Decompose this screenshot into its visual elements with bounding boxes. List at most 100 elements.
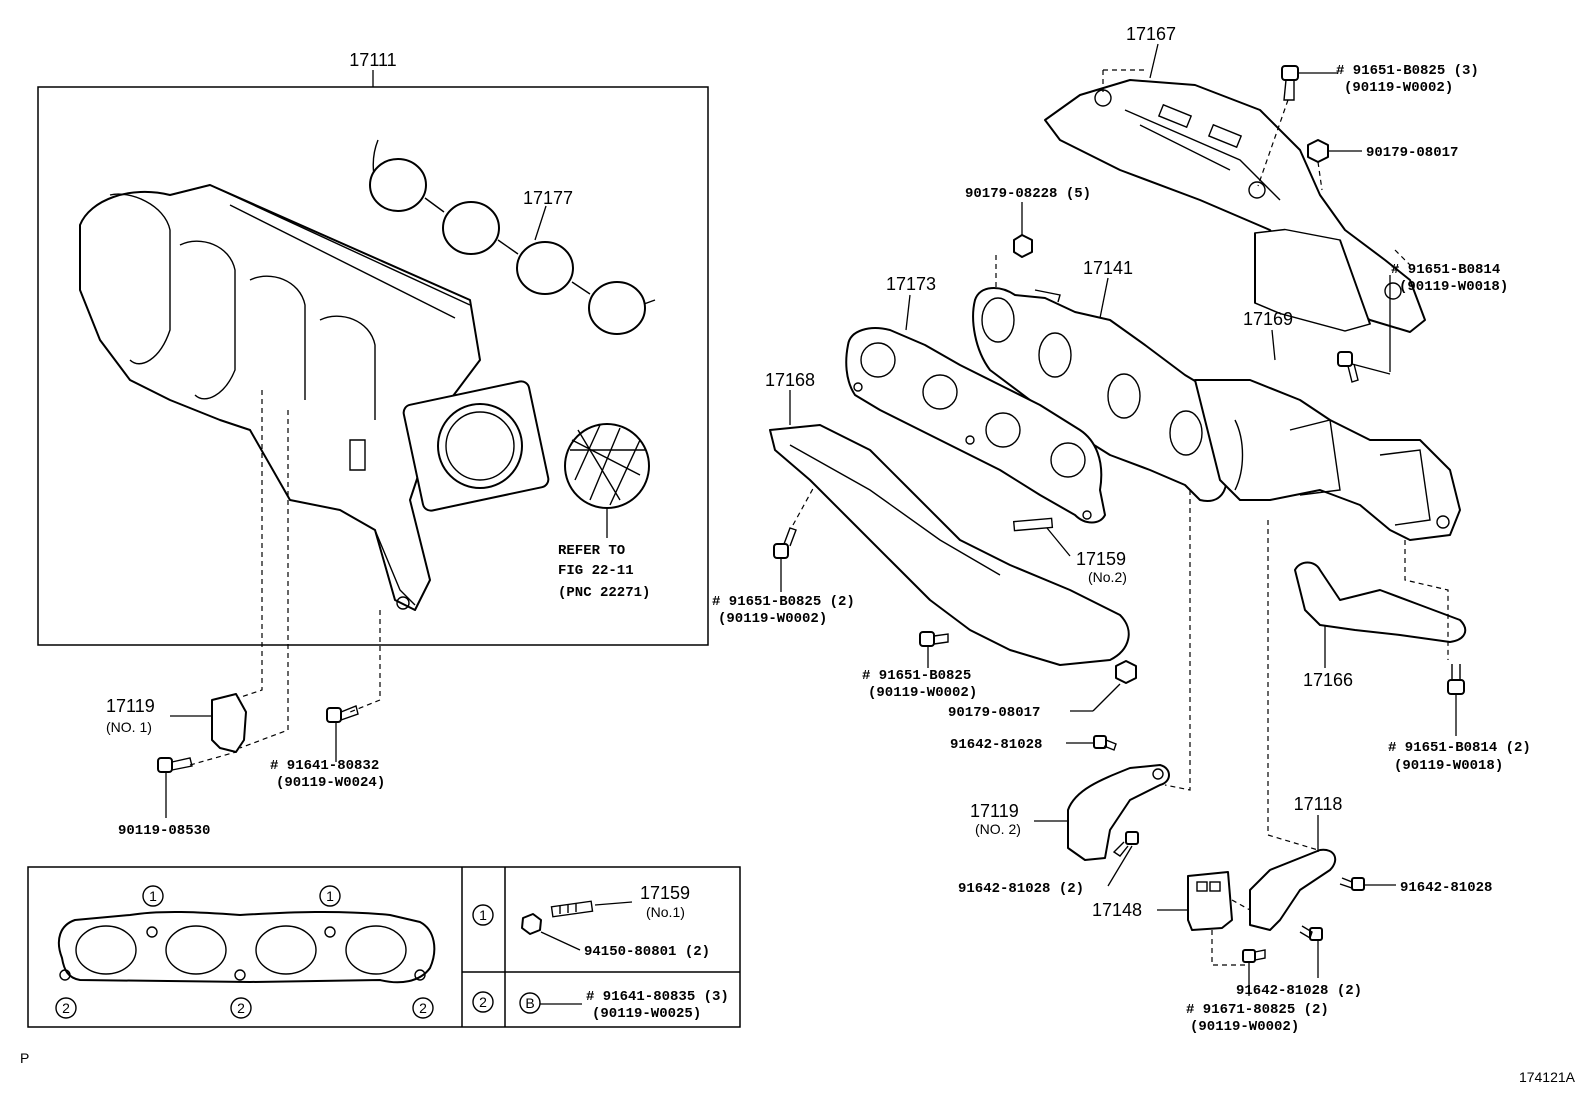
legend-gasket-marker1-b-text: 1 <box>326 888 334 904</box>
dash-17166 <box>1404 540 1449 660</box>
bolt-90119-08530-drawing <box>157 757 193 773</box>
part-91642-81028-c-label: 91642-81028 <box>1400 880 1492 896</box>
heat-insulator-17167-drawing <box>1044 79 1426 333</box>
part-91651-b0825-3-line2: (90119-W0002) <box>1344 80 1453 96</box>
dash-intake-4 <box>189 751 237 766</box>
part-91641-80832-line2: (90119-W0024) <box>276 775 385 791</box>
dash-nut-upper <box>1317 161 1323 191</box>
part-17168-label: 17168 <box>765 370 815 390</box>
legend-row2-marker-text: 2 <box>479 994 487 1010</box>
bolt-91642-81028-c-drawing <box>1339 877 1365 891</box>
leader-17159-no2 <box>1046 527 1071 557</box>
bracket-17148-hole-a <box>1196 881 1208 892</box>
legend-nut-drawing <box>521 913 542 935</box>
bracket-17119-no1-drawing <box>211 693 247 753</box>
legend-frame <box>27 866 741 1028</box>
part-91671-80825-line2: (90119-W0002) <box>1190 1019 1299 1035</box>
part-17119-no1-sub: (NO. 1) <box>106 719 152 735</box>
part-17169-label: 17169 <box>1243 309 1293 329</box>
refer-screen-drawing <box>564 423 650 538</box>
leader-17141 <box>1099 277 1109 319</box>
part-91642-81028-d-label: 91642-81028 (2) <box>1236 983 1362 999</box>
part-nut-upper-label: 90179-08017 <box>1366 145 1458 161</box>
bolt-91671-80825-drawing <box>1242 949 1266 963</box>
dash-intake-1 <box>231 390 263 701</box>
part-91642-81028-2-label: 91642-81028 (2) <box>958 881 1084 897</box>
intake-gasket-drawing <box>369 139 656 335</box>
part-91651-b0825-mid-line1: # 91651-B0825 <box>862 668 971 684</box>
dash-bracket-no2 <box>1164 490 1191 791</box>
bolt-91651-b0825-3-drawing <box>1281 65 1299 101</box>
leader-17169 <box>1271 329 1276 361</box>
part-17148-label: 17148 <box>1092 900 1142 920</box>
bracket-17148-hole-b <box>1209 881 1221 892</box>
part-17111-label: 17111 <box>349 50 396 70</box>
part-91651-b0814-line2: (90119-W0018) <box>1399 279 1508 295</box>
legend-gasket-marker1-b <box>319 885 341 907</box>
part-nut-mid-label: 90179-08017 <box>948 705 1040 721</box>
legend-row1-marker <box>472 904 494 926</box>
leader-legend-stud <box>594 901 633 906</box>
insulator-17168-rib <box>789 444 1001 576</box>
bolt-91651-b0825-2-drawing <box>773 527 797 559</box>
dash-17167 <box>1102 69 1411 266</box>
bracket-17119-no2-drawing <box>1067 764 1170 861</box>
dash-intake-2 <box>239 410 289 749</box>
bolt-91642-81028-a-drawing <box>1093 735 1117 751</box>
legend-bolt-line1: # 91641-80835 (3) <box>586 989 729 1005</box>
nut-90179-08017-upper-drawing <box>1307 139 1329 163</box>
leader-17173 <box>905 294 911 331</box>
dash-upper-bolt <box>1257 99 1289 187</box>
part-91642-81028-a-label: 91642-81028 <box>950 737 1042 753</box>
legend-row1-marker-text: 1 <box>479 907 487 923</box>
part-17119-no1-label: 17119 <box>106 696 155 716</box>
bolt-91651-b0825-mid-drawing <box>919 631 949 647</box>
footer-left-mark: P <box>20 1050 29 1066</box>
dash-17118 <box>1267 520 1319 851</box>
part-17119-no2-label: 17119 <box>970 801 1019 821</box>
legend-stud-label: 17159 <box>640 883 690 903</box>
leader-legend-nut <box>540 931 581 951</box>
legend-stud-sub: (No.1) <box>646 904 685 920</box>
legend-gasket-drawing <box>57 910 436 984</box>
part-91651-b0825-mid-line2: (90119-W0002) <box>868 685 977 701</box>
legend-gasket-marker2-a-text: 2 <box>62 1000 70 1016</box>
bolt-91651-b0814-drawing <box>1337 351 1359 383</box>
leader-nut-mid <box>1092 683 1121 712</box>
legend-gasket-marker2-c-text: 2 <box>419 1000 427 1016</box>
legend-gasket-marker1-a <box>142 885 164 907</box>
part-17118-label: 17118 <box>1294 794 1343 814</box>
part-17159-no2-sub: (No.2) <box>1088 569 1127 585</box>
part-91651-b0814-2-line1: # 91651-B0814 (2) <box>1388 740 1531 756</box>
part-91651-b0825-2-line2: (90119-W0002) <box>718 611 827 627</box>
bracket-17148-drawing <box>1187 871 1233 931</box>
leader-91651-b0814 <box>1351 363 1391 375</box>
part-91651-b0814-line1: # 91651-B0814 <box>1391 262 1500 278</box>
nut-90179-08228-drawing <box>1013 234 1033 258</box>
part-17159-no2-label: 17159 <box>1076 549 1126 569</box>
legend-stud-drawing <box>550 900 594 918</box>
insulator-17166-drawing <box>1294 561 1467 643</box>
refer-text-line2: FIG 22-11 <box>558 563 634 579</box>
part-nut-5-label: 90179-08228 (5) <box>965 186 1091 202</box>
bolt-91641-80832-drawing <box>326 705 359 723</box>
legend-b-marker <box>519 992 541 1014</box>
part-91641-80832-line1: # 91641-80832 <box>270 758 379 774</box>
bolt-91651-b0814-2-drawing <box>1447 664 1465 695</box>
legend-b-marker-text: B <box>525 995 534 1011</box>
legend-nut-label: 94150-80801 (2) <box>584 944 710 960</box>
nut-90179-08017-mid-drawing <box>1115 660 1137 684</box>
legend-gasket-marker2-b <box>230 997 252 1019</box>
leader-91642-81028-2 <box>1107 845 1133 887</box>
intake-manifold-drawing <box>79 184 550 611</box>
part-17177-label: 17177 <box>523 188 573 208</box>
leader-17177 <box>534 205 547 241</box>
dash-17148 <box>1211 899 1251 966</box>
refer-text-line1: REFER TO <box>558 543 625 559</box>
bolt-91642-81028-2-drawing <box>1112 831 1139 857</box>
bracket-17119-no2-hole <box>1152 768 1164 780</box>
exhaust-manifold-17141-drawing <box>972 287 1461 541</box>
part-17173-label: 17173 <box>886 274 936 294</box>
